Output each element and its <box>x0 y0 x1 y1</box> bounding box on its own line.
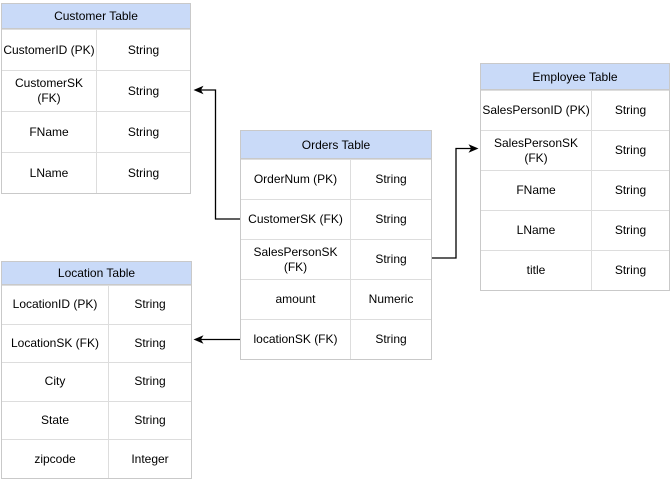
field-type-cell: Numeric <box>368 292 414 306</box>
connector-line <box>432 147 471 259</box>
table-row: SalesPersonSK (FK) String <box>241 239 431 279</box>
location-table[interactable]: Location Table LocationID (PK) String Lo… <box>1 261 192 479</box>
field-type-cell: String <box>614 263 647 277</box>
table-row: title String <box>481 250 669 290</box>
field-type-cell: Integer <box>131 451 169 466</box>
field-name-cell: CustomerSK (FK) <box>2 71 97 111</box>
table-row: LName String <box>2 152 190 193</box>
field-name-cell: FName <box>2 112 97 152</box>
table-row: CustomerID (PK) String <box>2 29 190 70</box>
field-name-cell: SalesPersonSK (FK) <box>241 240 351 279</box>
table-row: amount Numeric <box>241 279 431 319</box>
employee-table[interactable]: Employee Table SalesPersonID (PK) String… <box>480 63 670 291</box>
table-row: CustomerSK (FK) String <box>2 70 190 111</box>
table-row: LName String <box>481 210 669 250</box>
field-name-cell: LocationID (PK) <box>2 286 109 324</box>
field-name-cell: LName <box>2 153 97 193</box>
field-name-cell: CustomerID (PK) <box>2 30 97 70</box>
field-type-cell: String <box>614 223 647 237</box>
field-type-cell: String <box>614 143 647 157</box>
field-name-cell: LocationSK (FK) <box>2 324 109 363</box>
field-name-cell: SalesPersonID (PK) <box>481 91 592 130</box>
orders-table-title: Orders Table <box>301 137 371 152</box>
table-row: CustomerSK (FK) String <box>241 199 431 239</box>
table-row: SalesPersonSK (FK) String <box>481 130 669 170</box>
table-row: OrderNum (PK) String <box>241 159 431 199</box>
field-type-cell: String <box>614 103 647 117</box>
location-table-header: Location Table <box>2 262 191 285</box>
field-type-cell: String <box>375 332 407 346</box>
customer-table-title: Customer Table <box>54 9 138 23</box>
employee-table-header: Employee Table <box>481 64 669 90</box>
table-row: FName String <box>481 170 669 210</box>
field-type-cell: String <box>614 183 647 197</box>
connector-line <box>201 89 240 220</box>
table-row: LocationID (PK) String <box>2 285 191 324</box>
field-type-cell: String <box>127 124 160 139</box>
field-name-cell: CustomerSK (FK) <box>241 200 351 239</box>
arrowhead-left <box>193 335 204 344</box>
table-row: LocationSK (FK) String <box>2 323 191 363</box>
arrowhead-left <box>193 85 204 95</box>
field-type-cell: String <box>134 335 166 350</box>
customer-table[interactable]: Customer Table CustomerID (PK) String Cu… <box>1 3 191 194</box>
table-row: State String <box>2 400 191 440</box>
field-type-cell: String <box>375 172 407 186</box>
field-type-cell: String <box>127 42 160 57</box>
field-type-cell: String <box>375 252 407 266</box>
field-type-cell: String <box>127 83 160 98</box>
field-name-cell: locationSK (FK) <box>241 320 351 359</box>
field-type-cell: String <box>134 297 166 312</box>
field-type-cell: String <box>134 374 166 389</box>
field-name-cell: State <box>2 401 109 440</box>
table-row: FName String <box>2 111 190 152</box>
table-row: City String <box>2 362 191 401</box>
field-type-cell: String <box>134 413 166 428</box>
field-type-cell: String <box>375 212 407 226</box>
field-name-cell: FName <box>481 171 592 210</box>
table-row: SalesPersonID (PK) String <box>481 90 669 130</box>
field-name-cell: OrderNum (PK) <box>241 160 351 199</box>
customer-table-header: Customer Table <box>2 4 190 29</box>
employee-table-title: Employee Table <box>532 69 618 84</box>
location-table-title: Location Table <box>57 266 136 280</box>
connector-orders-to-location[interactable] <box>193 335 241 344</box>
field-name-cell: amount <box>241 280 351 319</box>
orders-table[interactable]: Orders Table OrderNum (PK) String Custom… <box>240 130 432 360</box>
field-name-cell: City <box>2 363 109 401</box>
table-row: locationSK (FK) String <box>241 319 431 359</box>
field-name-cell: zipcode <box>2 440 109 478</box>
arrowhead-right <box>468 144 479 153</box>
field-name-cell: title <box>481 251 592 290</box>
connector-orders-to-customer[interactable] <box>193 85 241 220</box>
orders-table-header: Orders Table <box>241 131 431 159</box>
field-name-cell: LName <box>481 211 592 250</box>
connector-orders-to-employee[interactable] <box>432 144 479 259</box>
field-type-cell: String <box>127 165 160 180</box>
field-name-cell: SalesPersonSK (FK) <box>481 131 592 170</box>
table-row: zipcode Integer <box>2 439 191 478</box>
